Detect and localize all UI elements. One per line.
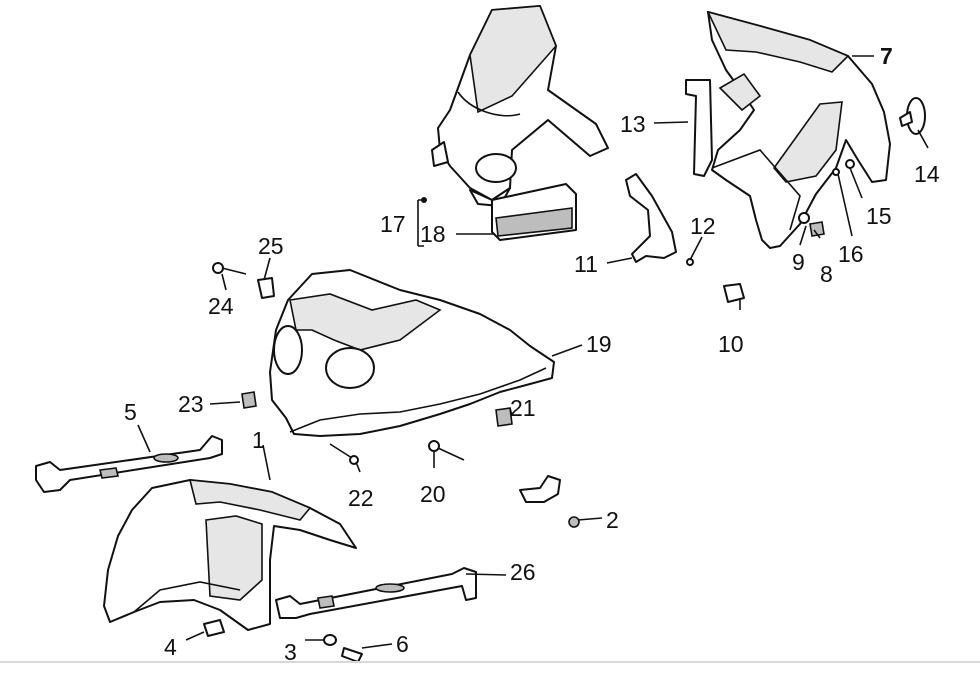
reflector-cap-14 <box>899 97 926 135</box>
callout-24: 24 <box>208 293 234 319</box>
bottom-divider <box>0 661 980 663</box>
screw-20 <box>428 440 465 461</box>
bracket-5 <box>35 435 223 493</box>
callout-16: 16 <box>838 241 864 267</box>
clip-10 <box>723 283 745 303</box>
callout-19: 19 <box>586 331 612 357</box>
clip-23 <box>241 391 257 409</box>
callout-17: 17 <box>380 211 406 237</box>
callout-9: 9 <box>792 249 805 275</box>
callout-2: 2 <box>606 507 619 533</box>
inner-shield-19 <box>269 269 555 437</box>
callout-8: 8 <box>820 261 833 287</box>
callout-26: 26 <box>510 559 536 585</box>
clamp-2 <box>519 475 580 528</box>
bolt-6 <box>341 647 363 663</box>
callout-5: 5 <box>124 399 137 425</box>
bracket-26 <box>275 567 477 619</box>
washer-9 <box>798 212 810 224</box>
callout-23: 23 <box>178 391 204 417</box>
clip-21 <box>495 407 513 427</box>
callout-20: 20 <box>420 481 446 507</box>
washer-15 <box>845 159 855 169</box>
callout-15: 15 <box>866 203 892 229</box>
bolt-4 <box>203 619 225 637</box>
callout-7: 7 <box>880 43 893 69</box>
callout-13: 13 <box>620 111 646 137</box>
nut-16 <box>832 168 840 176</box>
callout-1: 1 <box>252 427 265 453</box>
callout-6: 6 <box>396 631 409 657</box>
bolt-24 <box>212 262 247 275</box>
callout-3: 3 <box>284 639 297 665</box>
callout-14: 14 <box>914 161 940 187</box>
leader-lines <box>137 55 929 649</box>
screw-22 <box>329 443 359 465</box>
screw-8 <box>809 221 825 237</box>
callouts: 1 2 3 4 5 6 7 8 9 10 11 12 13 14 15 16 1… <box>124 43 940 665</box>
callout-12: 12 <box>690 213 716 239</box>
callout-21: 21 <box>510 395 536 421</box>
clip-25 <box>257 277 275 299</box>
callout-4: 4 <box>164 634 177 660</box>
callout-11: 11 <box>574 251 598 277</box>
callout-25: 25 <box>258 233 284 259</box>
callout-22: 22 <box>348 485 374 511</box>
callout-10: 10 <box>718 331 744 357</box>
bracket-13 <box>685 79 713 177</box>
front-fender-1 <box>103 479 357 631</box>
pad-18 <box>491 183 577 241</box>
bracket-11 <box>625 173 677 263</box>
washer-3 <box>323 634 337 646</box>
inner-panel-upper <box>431 5 609 207</box>
front-fender-upper-7 <box>706 10 891 249</box>
callout-18: 18 <box>420 221 446 247</box>
